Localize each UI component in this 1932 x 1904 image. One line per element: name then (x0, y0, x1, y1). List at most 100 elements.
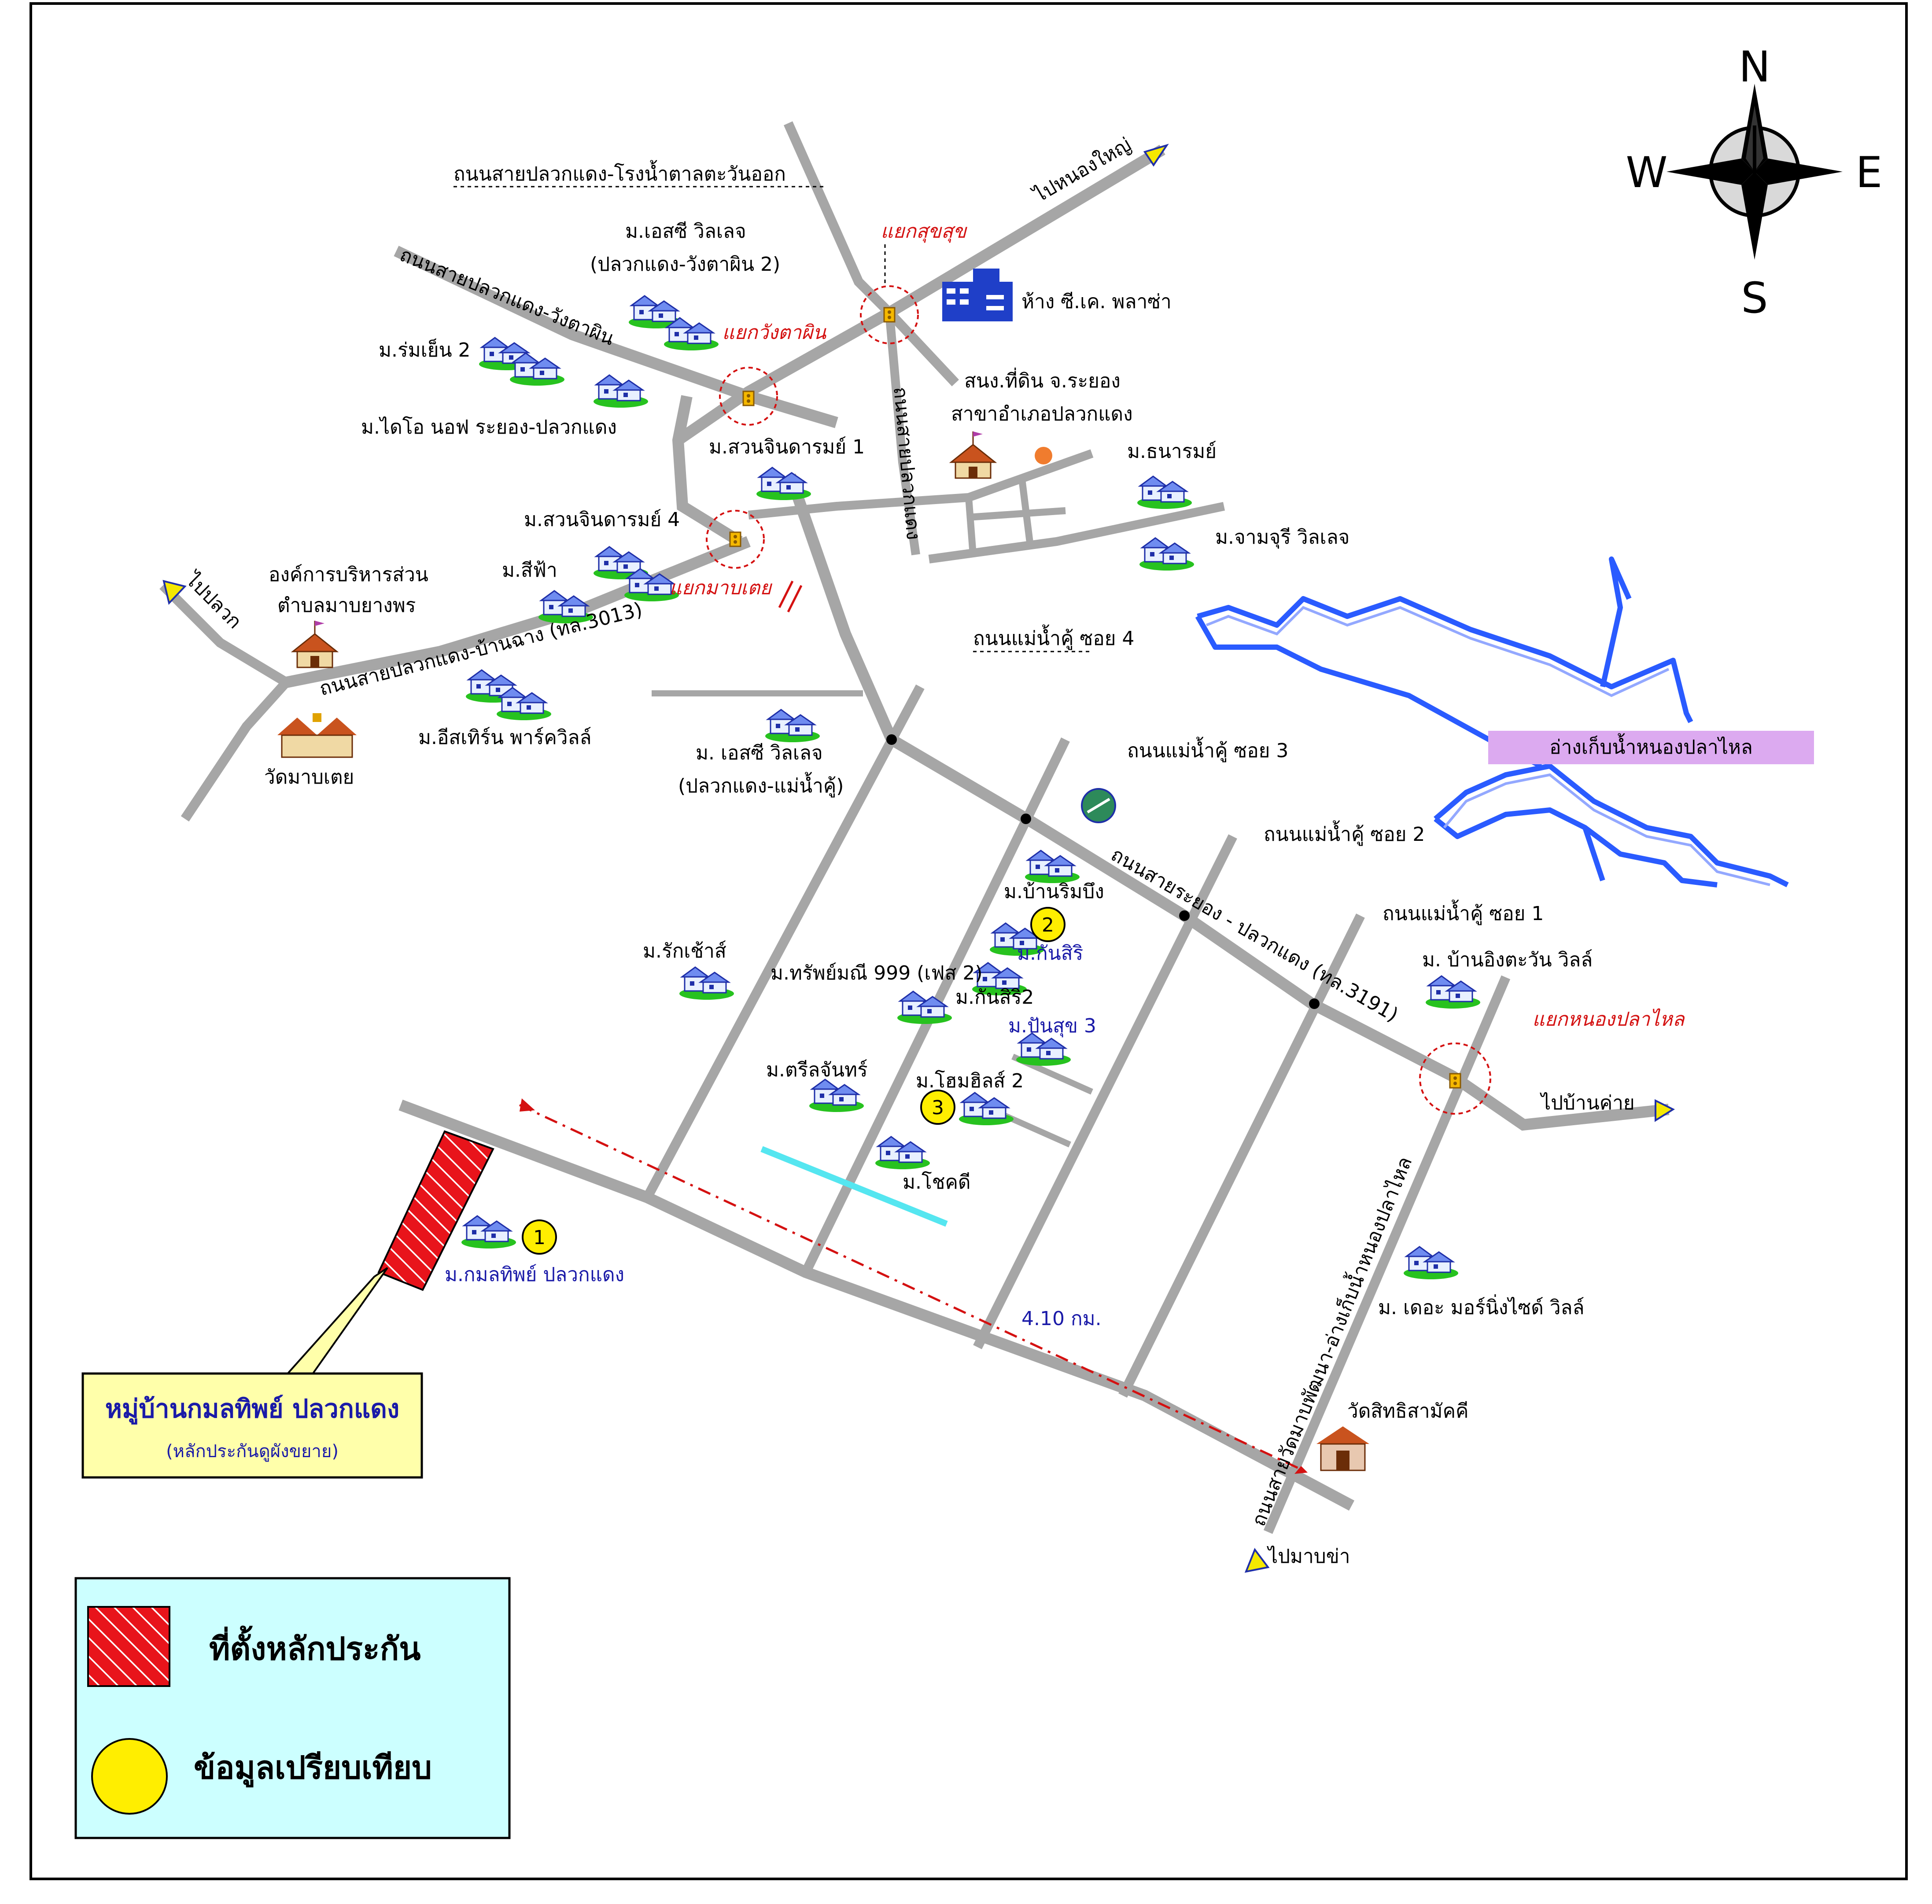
road-plaeng-ban-chang (285, 536, 751, 688)
comparison-marker-2-label: 2 (1042, 914, 1054, 936)
road-label-rongnamtan: ถนนสายปลวกแดง-โรงน้ำตาลตะวันออก (454, 160, 786, 185)
label-sifa: ม.สีฟ้า (502, 559, 557, 582)
legend-collateral-label: ที่ตั้งหลักประกัน (209, 1625, 420, 1667)
label-homehill2: ม.โฮมฮิลส์ 2 (916, 1070, 1024, 1092)
arrow-to-map-kha-icon (1244, 1547, 1270, 1573)
label-ruamyen2: ม.ร่มเย็น 2 (379, 339, 471, 361)
label-thanarom: ม.ธนารมย์ (1127, 440, 1217, 463)
compass-e: E (1856, 148, 1883, 197)
road-soi4 (643, 684, 925, 1200)
road-upper-ew (748, 449, 1094, 519)
junction-circle-wangtan (719, 367, 778, 426)
label-kansiri2: ม.กันสิริ2 (955, 986, 1034, 1009)
road-upper-conn3 (968, 507, 1066, 521)
compass-rose-icon (1667, 84, 1843, 260)
reservoir (1195, 556, 1789, 888)
junction-label-wangtan: แยกวังตาผิน (722, 321, 827, 344)
reservoir-label: อ่างเก็บน้ำหนองปลาไหล (1549, 733, 1753, 759)
comparison-marker-3 (920, 1090, 955, 1125)
collateral-location (377, 1130, 494, 1291)
comparison-marker-1-label: 1 (533, 1226, 546, 1249)
road-label-soi3: ถนนแม่น้ำคู้ ซอย 3 (1127, 737, 1288, 762)
label-suanchin4: ม.สวนจินดารมย์ 4 (524, 508, 680, 531)
label-ck-village2-sub: (ปลวกแดง-แม่น้ำคู้) (678, 772, 844, 798)
road-soi1 (1118, 913, 1365, 1398)
label-chamchuri: ม.จามจุรี วิลเลจ (1215, 526, 1349, 549)
callout-title: หมู่บ้านกมลทิพย์ ปลวกแดง (105, 1394, 399, 1425)
label-sapmanee: ม.ทรัพย์มณี 999 (เฟส 2) (771, 962, 983, 984)
arrow-to-ban-khai-icon (1655, 1099, 1675, 1122)
junction-dot (1021, 814, 1031, 824)
road-label-soi1: ถนนแม่น้ำคู้ ซอย 1 (1383, 899, 1544, 925)
road-label-soi4: ถนนแม่น้ำคู้ ซอย 4 (973, 624, 1134, 650)
road-north-ramp (783, 121, 959, 387)
label-banrimbueng: ม.บ้านริมบึง (1004, 880, 1104, 903)
road-label-to-ban-khai: ไปบ้านค่าย (1540, 1092, 1635, 1114)
ck-plaza-icon (942, 269, 1013, 321)
label-kaiyo: ม.ไดโอ นอฟ ระยอง-ปลวกแดง (361, 416, 617, 438)
junction-label-mapyang: แยกมาบเตย (669, 577, 773, 599)
rail-crossing-icon (778, 580, 803, 613)
road-label-soi2: ถนนแม่น้ำคู้ ซอย 2 (1264, 820, 1425, 846)
reservoir-label-box (1488, 731, 1814, 764)
junction-dot (1179, 910, 1190, 921)
legend-collateral-swatch (87, 1606, 170, 1687)
label-ck-village2: ม. เอสซี วิลเลจ (696, 742, 823, 764)
traffic-signal-icon (742, 390, 755, 406)
junction-label-sungsuk: แยกสุขสุข (881, 220, 968, 243)
label-ck-village-sub: (ปลวกแดง-วังตาผิน 2) (590, 253, 780, 276)
junction-dot (1309, 998, 1320, 1009)
traffic-signal-icon (883, 307, 896, 323)
legend-comparison-label: ข้อมูลเปรียบเทียบ (194, 1749, 432, 1788)
road-west-branch (159, 582, 294, 822)
stream (760, 1146, 948, 1227)
label-morning: ม. เดอะ มอร์นิ่งไซด์ วิลล์ (1378, 1294, 1584, 1319)
arrow-to-nong-yai-icon (1143, 144, 1169, 167)
label-org: องค์การบริหารส่วน (269, 563, 428, 586)
comparison-marker-2 (1030, 907, 1066, 942)
callout-box (81, 1372, 423, 1479)
junction-circle-sungsuk (860, 285, 919, 344)
traffic-signal-icon (1449, 1073, 1461, 1089)
arrow-to-pluak-icon (162, 580, 187, 605)
label-ruksao: ม.รักเช้าส์ (643, 940, 726, 962)
distance-label: 4.10 กม. (1021, 1307, 1102, 1330)
legend-comparison-swatch (91, 1738, 168, 1815)
comparison-marker-1 (522, 1219, 557, 1255)
logo-icon (1081, 788, 1116, 823)
label-wat-sitthi: วัดสิทธิสามัคคี (1347, 1400, 1468, 1422)
compass-w: W (1626, 148, 1668, 197)
reservoir-inner-line (1206, 606, 1770, 886)
traffic-signal-icon (729, 531, 741, 547)
road-to-nong-yai (675, 144, 1165, 445)
temple-icon (277, 713, 357, 758)
distance-arrow-icon (520, 1098, 535, 1112)
road-plaeng-wangtan (394, 246, 838, 428)
label-eastern: ม.อีสเทิร์น พาร์ควิลล์ (418, 726, 591, 749)
road-wat-mappattana (1263, 975, 1511, 1534)
label-punsuk3: ม.ปันสุข 3 (1008, 1015, 1096, 1038)
distance-line (519, 1104, 1304, 1472)
label-kansiri: ม.กันสิริ (1017, 942, 1083, 965)
road-plaeng-mapyang (398, 1099, 1355, 1511)
road-upper-conn1 (965, 497, 977, 555)
label-trilan: ม.ตรีลจันทร์ (766, 1059, 868, 1081)
road-soi2 (973, 834, 1237, 1349)
callout-subtitle: (หลักประกันดูผังขยาย) (166, 1441, 339, 1462)
distance-arrow-icon (1294, 1466, 1308, 1474)
junction-circle-mapyang (706, 510, 765, 569)
label-chokdee: ม.โชคดี (903, 1171, 971, 1193)
compass-s: S (1741, 273, 1768, 323)
comparison-marker-3-label: 3 (932, 1097, 944, 1119)
label-land-office: สนง.ที่ดิน จ.ระยอง (964, 367, 1121, 392)
label-watmapyang: วัดมาบเตย (264, 766, 354, 788)
road-label-to-map-kha: ไปมาบข่า (1267, 1545, 1350, 1568)
junction-label-nongpla: แยกหนองปลาไหล (1532, 1008, 1685, 1031)
label-kamonthip: ม.กมลทิพย์ ปลวกแดง (445, 1263, 624, 1286)
label-org2: ตำบลมาบยางพร (277, 594, 416, 617)
temple-icon (1316, 1426, 1369, 1471)
label-ck-plaza: ห้าง ซี.เค. พลาซ่า (1021, 291, 1172, 313)
road-plaeng-vertical (885, 312, 920, 556)
label-ck-village: ม.เอสซี วิลเลจ (625, 220, 746, 243)
